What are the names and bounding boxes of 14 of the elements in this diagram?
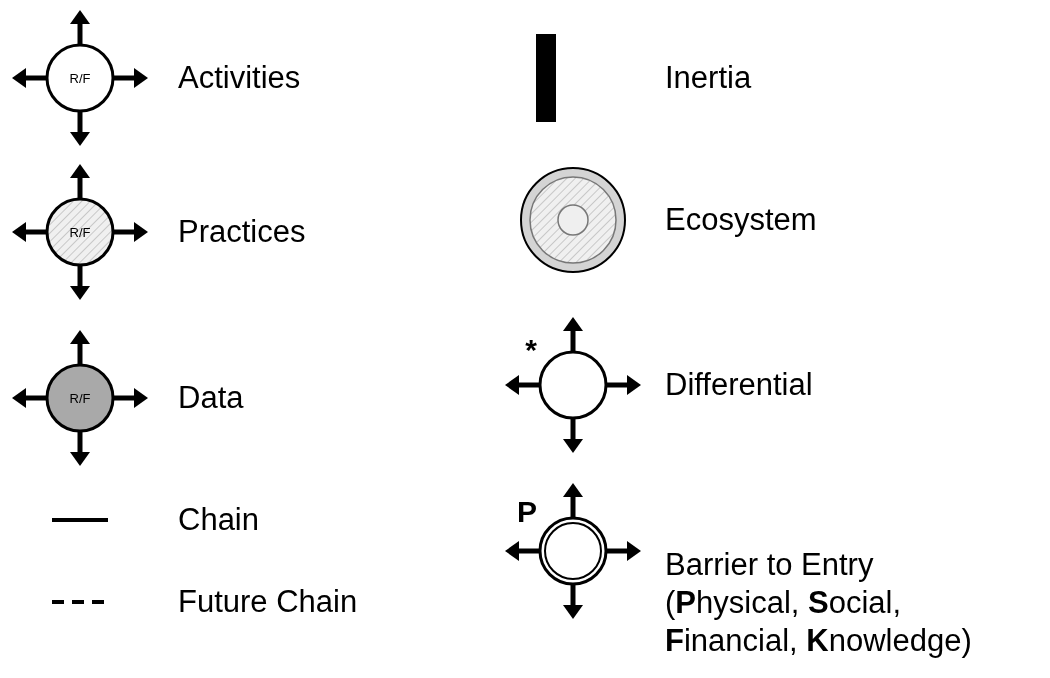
barrier-type-letter: P bbox=[517, 495, 537, 529]
legend-label: Data bbox=[178, 379, 244, 417]
legend-label: Barrier to Entry (Physical, Social, Financial, Knowledge) bbox=[665, 546, 973, 660]
symbol-label: R/F bbox=[69, 70, 91, 86]
legend-label: Differential bbox=[665, 366, 813, 404]
legend-label: Chain bbox=[178, 501, 259, 539]
legend-label: Practices bbox=[178, 213, 306, 251]
legend-label: Future Chain bbox=[178, 583, 358, 621]
symbol-label: R/F bbox=[69, 224, 91, 240]
legend-label: Activities bbox=[178, 59, 301, 97]
symbol-label: R/F bbox=[69, 390, 91, 406]
legend-label: Ecosystem bbox=[665, 201, 817, 239]
asterisk-mark: * bbox=[525, 333, 537, 367]
legend-label: Inertia bbox=[665, 59, 752, 97]
